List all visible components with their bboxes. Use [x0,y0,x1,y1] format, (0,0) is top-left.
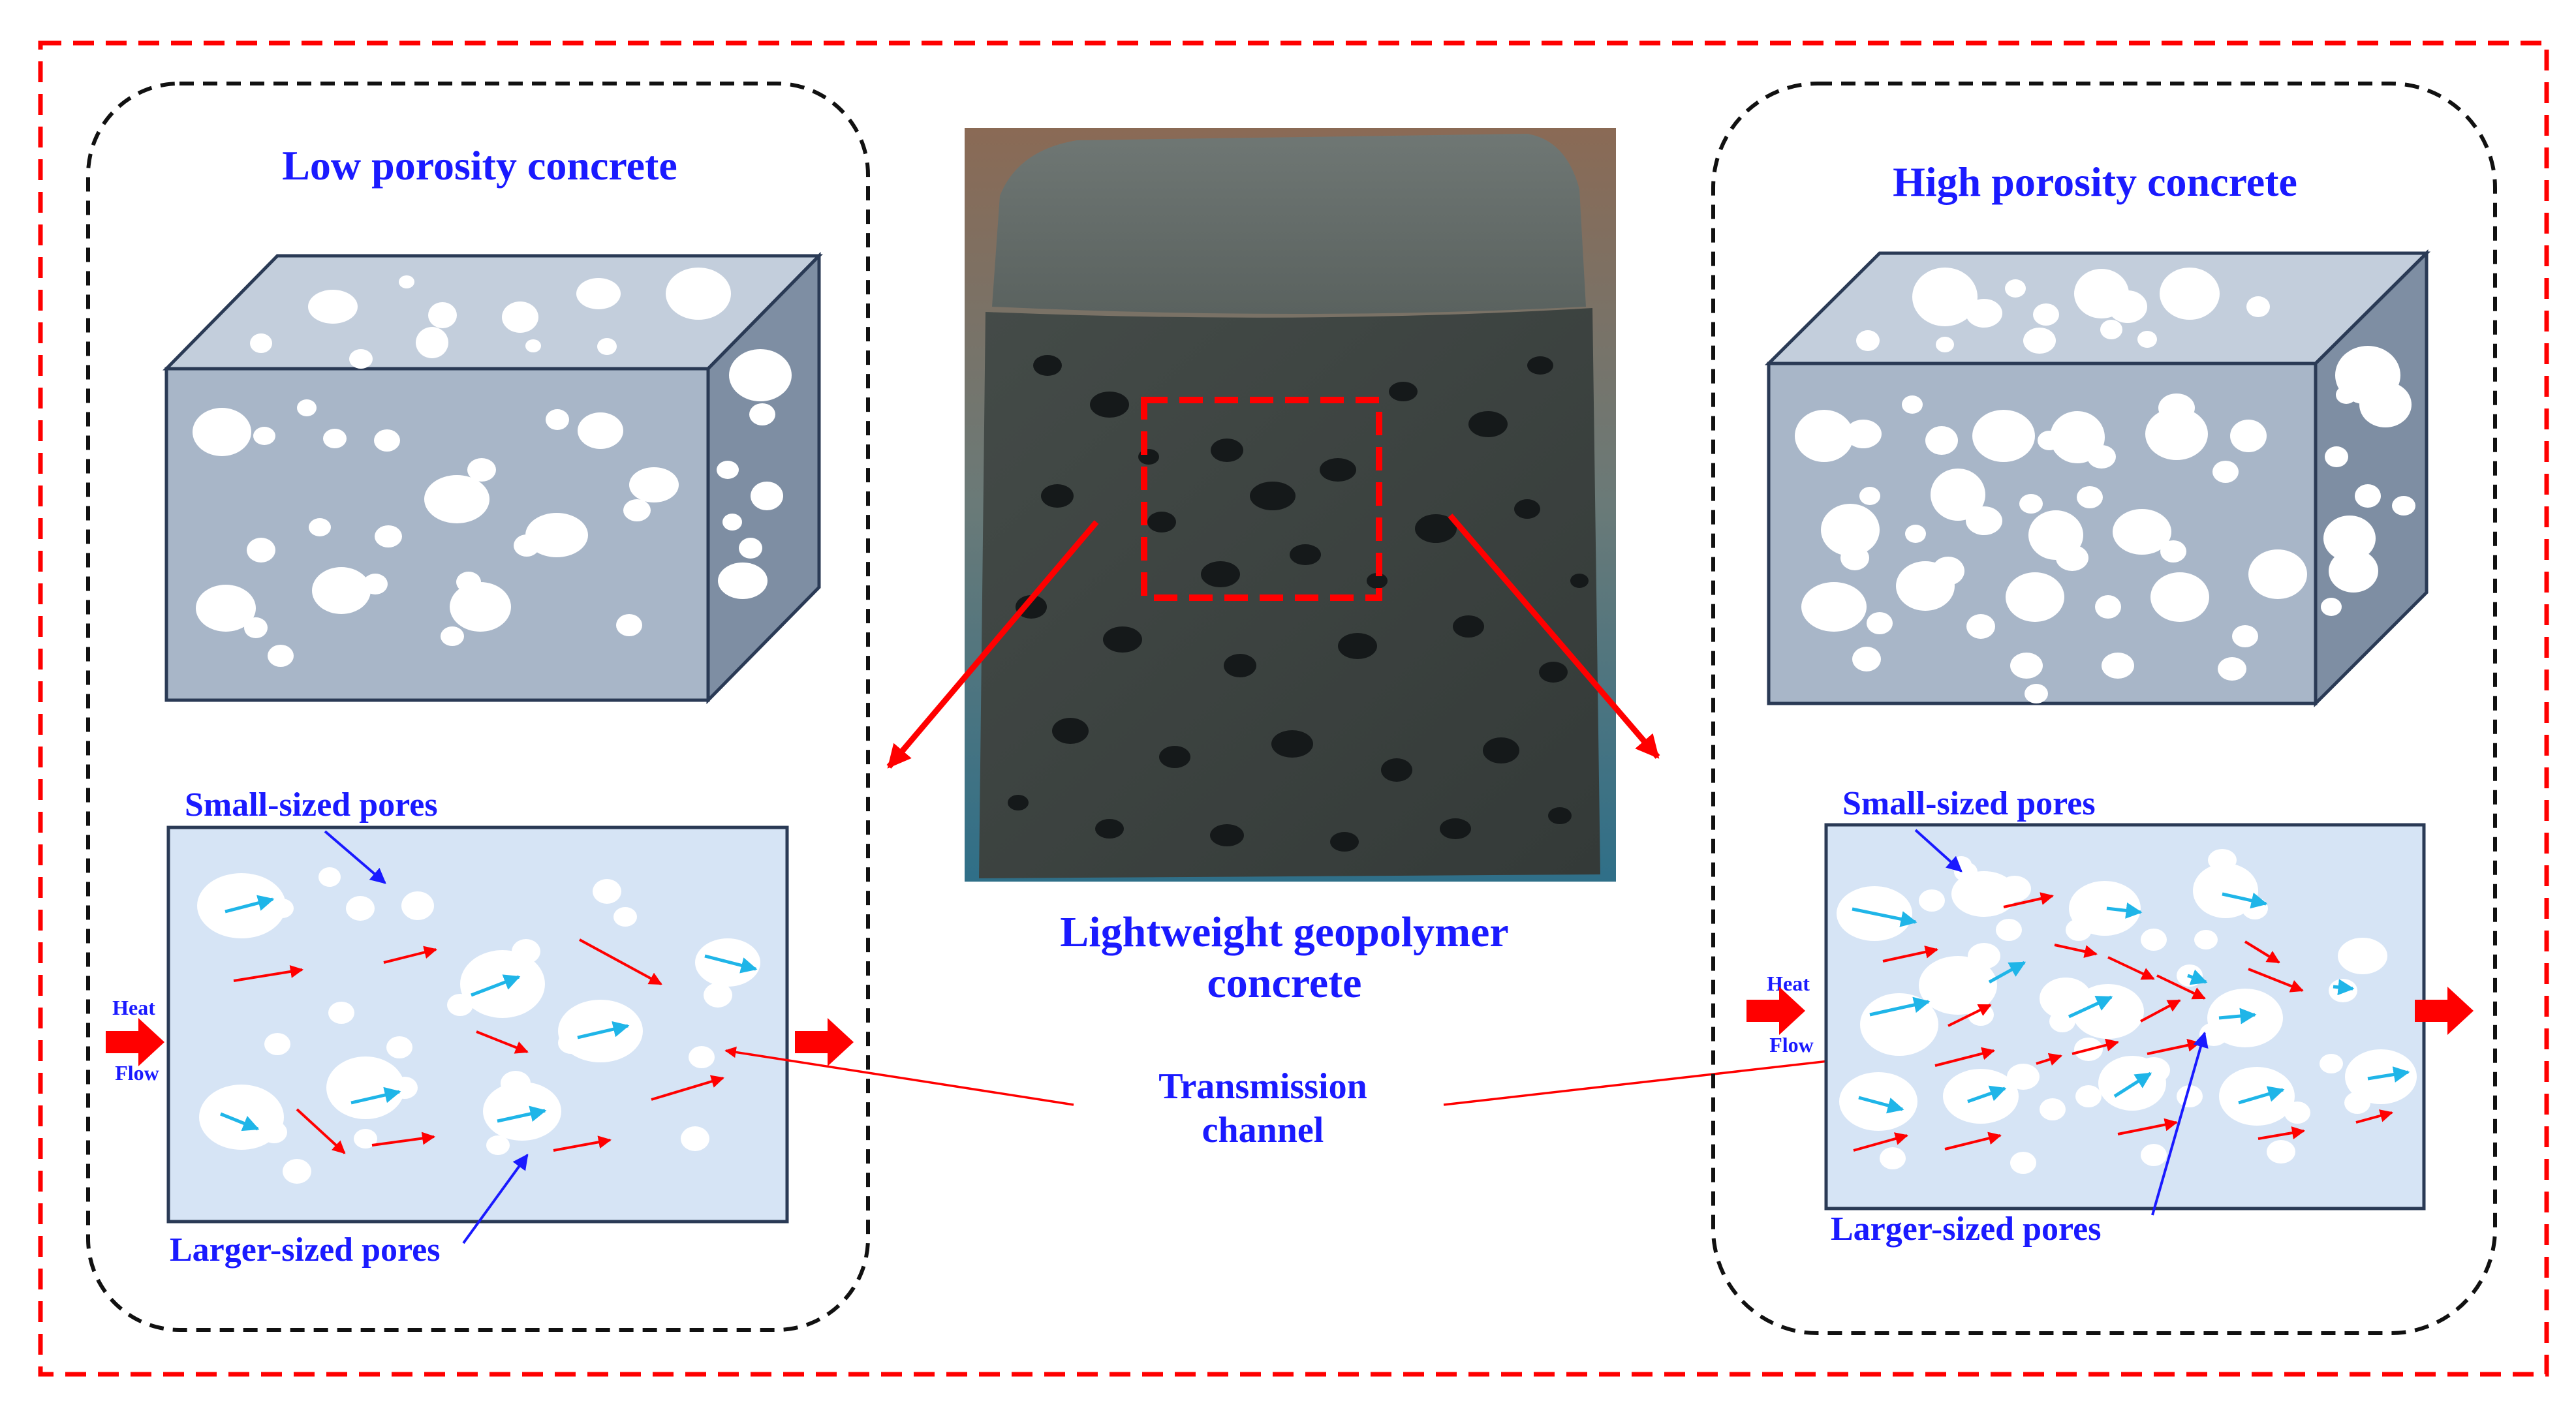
cross-section-rect [166,825,789,1224]
large-pores-pointer [462,1154,529,1244]
transmission-label-line2: channel [1202,1110,1324,1150]
center-specimen: Lightweight geopolymer concrete Transmis… [724,128,1847,1150]
transmission-label-line1: Transmission [1158,1066,1367,1107]
low-porosity-cube [163,251,823,705]
right-panel: High porosity concrete [1711,82,2497,1335]
outer-frame [38,40,2549,1377]
high-porosity-cross-section: Small-sized pores Larger-sized pores Hea… [1746,785,2474,1248]
flow-label: Flow [115,1061,159,1085]
heat-in-arrow-icon [1746,987,1805,1035]
transmission-pointer-right [1443,1055,1847,1106]
small-pores-pointer [1914,829,1963,872]
left-panel-border [86,82,870,1332]
zoom-arrow-left [886,520,1099,769]
small-pores-pointer [324,830,386,884]
small-pores-label: Small-sized pores [1842,785,2096,822]
left-panel-title: Low porosity concrete [282,142,677,189]
specimen-top-crust [992,134,1586,314]
high-porosity-cube [1764,249,2431,708]
specimen-pores [1008,355,1589,852]
right-panel-border [1711,82,2497,1335]
heat-out-arrow-icon [2415,987,2474,1035]
small-pores-label: Small-sized pores [185,786,438,824]
large-pores-pointer [2151,1031,2209,1216]
heat-in-arrow-icon [106,1018,164,1066]
cube-front-face [164,367,710,702]
low-porosity-cross-section: Small-sized pores Larger-sized pores Hea… [106,786,854,1269]
transmission-pointer-left [724,1046,1074,1106]
specimen-caption-line2: concrete [1207,959,1362,1007]
specimen-body [979,308,1600,878]
large-pores-label: Larger-sized pores [170,1231,440,1269]
flow-label: Flow [1769,1033,1814,1056]
heat-out-arrow-icon [795,1018,854,1066]
specimen-caption-line1: Lightweight geopolymer [1060,908,1508,956]
right-panel-title: High porosity concrete [1893,159,2297,205]
large-pores-label: Larger-sized pores [1831,1210,2101,1248]
zoom-selection-box [1141,397,1382,601]
zoom-arrow-right [1448,514,1660,759]
heat-label: Heat [112,996,155,1019]
left-panel: Low porosity concrete [86,82,870,1332]
heat-label: Heat [1767,972,1810,995]
